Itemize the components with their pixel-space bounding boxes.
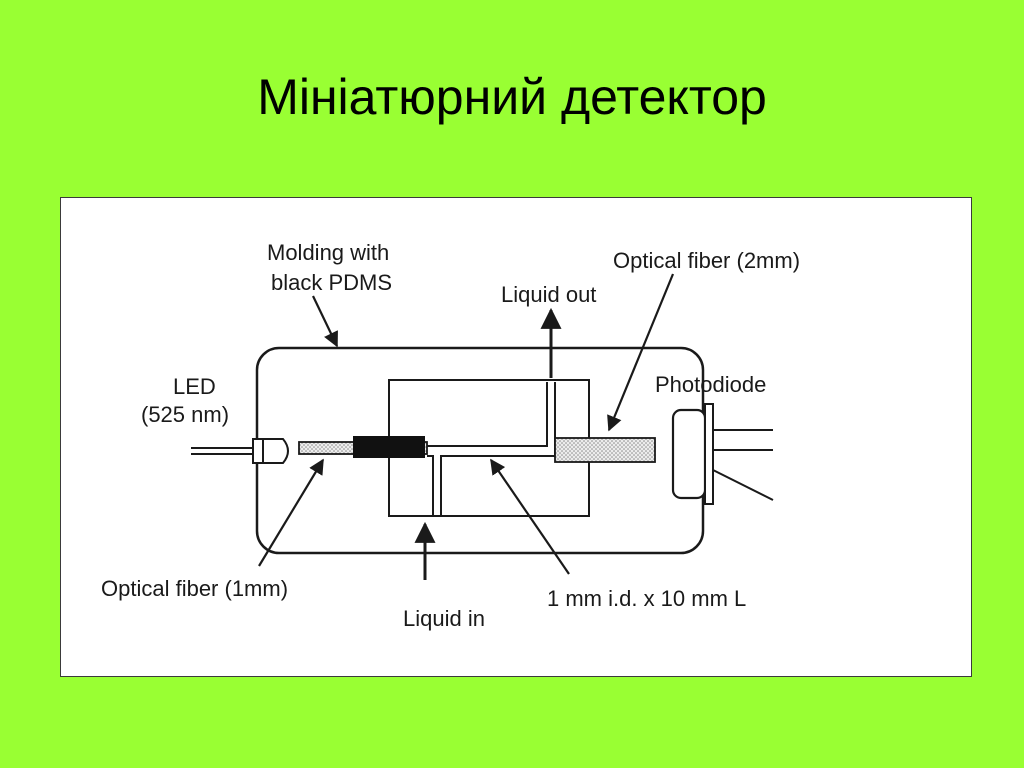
label-led-line1: LED [173,374,216,399]
label-optical-fiber-2mm: Optical fiber (2mm) [613,248,800,273]
arrow-channel [490,458,570,575]
detector-schematic: Molding with black PDMS LED (525 nm) Opt… [101,240,800,631]
fiber-sleeve [353,436,425,458]
label-led-line2: (525 nm) [141,402,229,427]
label-molding-line2: black PDMS [271,270,392,295]
photodiode [671,403,774,505]
label-liquid-in: Liquid in [403,606,485,631]
detector-diagram: Molding with black PDMS LED (525 nm) Opt… [60,197,972,677]
label-optical-fiber-1mm: Optical fiber (1mm) [101,576,288,601]
arrow-molding [312,295,338,348]
led [191,438,289,464]
optical-fiber-2mm [554,437,656,463]
liquid-channel [427,382,556,516]
label-channel-dimensions: 1 mm i.d. x 10 mm L [547,586,746,611]
arrow-fiber-2mm [607,273,675,432]
flow-cell-outline [388,379,590,517]
label-liquid-out: Liquid out [501,282,596,307]
label-molding-line1: Molding with [267,240,389,265]
label-photodiode: Photodiode [655,372,766,397]
slide-title: Мініатюрний детектор [257,69,767,125]
arrow-fiber-1mm [258,458,324,567]
